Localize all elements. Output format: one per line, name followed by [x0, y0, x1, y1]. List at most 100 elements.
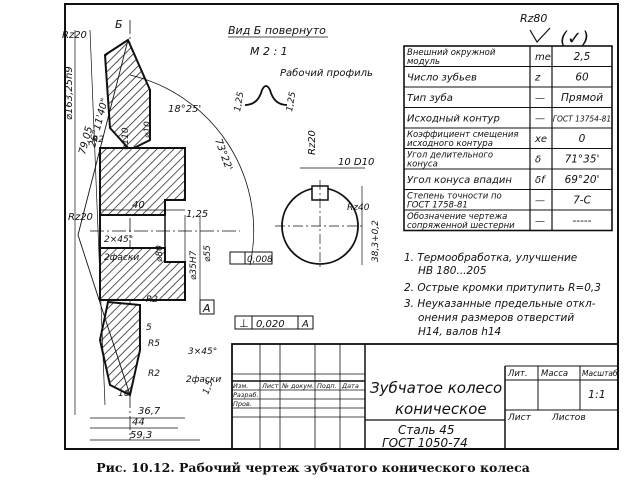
view-b-arrow-label: Б — [115, 18, 123, 31]
part-name-line2: коническое — [395, 400, 487, 418]
param-name-4-1: исходного контура — [407, 139, 493, 149]
tb-col-izm: Изм. — [233, 382, 248, 390]
param-symbol-0: me — [535, 52, 551, 63]
param-value-6: 69°20' — [565, 174, 600, 186]
chamfer-3x45: 3×45° — [188, 347, 217, 357]
note-line-6: Н14, валов h14 — [418, 326, 501, 338]
dim-44: 44 — [132, 417, 145, 428]
part-name-line1: Зубчатое колесо — [370, 379, 502, 397]
view-b-tooth-profile: Вид Б повернуто М 2 : 1 Рабочий профиль … — [228, 24, 373, 113]
param-name-5-0: Угол делительного — [407, 151, 493, 161]
param-value-7: 7-С — [573, 195, 591, 207]
tb-sheets: Листов — [551, 413, 586, 423]
dim-r5: R5 — [148, 339, 160, 349]
tb-lit: Лит. — [507, 369, 528, 379]
param-name-2: Тип зуба — [407, 92, 453, 104]
view-b-scale: М 2 : 1 — [250, 45, 288, 58]
surface-rz20-left: Rz20 — [68, 212, 93, 223]
view-b-title: Вид Б повернуто — [228, 24, 326, 37]
note-line-2: НВ 180...205 — [418, 265, 487, 277]
surface-rz20-top: Rz20 — [62, 30, 87, 41]
dim-r2-a: R2 — [92, 135, 104, 145]
perpendicularity-datum: A — [301, 319, 309, 330]
param-name-1: Число зубьев — [407, 72, 477, 84]
param-value-1: 60 — [575, 72, 589, 84]
lower-tooth-section — [98, 300, 141, 397]
title-block: Изм. Лист № докум. Подп. Дата Разраб. Пр… — [231, 343, 619, 450]
param-name-5-1: конуса — [407, 160, 438, 170]
dim-angle-73: 73°22' — [212, 137, 234, 172]
note-line-1: 1. Термообработка, улучшение — [404, 252, 577, 264]
general-finish-check: (✓) — [560, 28, 589, 49]
tb-sheet: Лист — [507, 413, 532, 423]
param-name-6: Угол конуса впадин — [407, 175, 512, 186]
runout-tolerance-value: 0,008 — [247, 255, 273, 265]
tb-scale-value: 1:1 — [588, 388, 606, 401]
param-name-7-0: Степень точности по — [407, 192, 502, 202]
param-symbol-5: δ — [535, 155, 541, 166]
material-line2: ГОСТ 1050-74 — [382, 436, 468, 450]
param-symbol-3: — — [535, 114, 545, 125]
chamfer-2x45: 2×45° — [104, 235, 133, 245]
tb-col-doc: № докум. — [281, 382, 314, 390]
dim-diameter-110: ⌀110 — [121, 127, 131, 150]
gear-section-view: A 0,008 ⊥ 0,020 A ⌀163,25h9 Rz20 Б 79,05… — [62, 18, 314, 441]
dim-r2-b: R2 — [146, 295, 158, 305]
param-name-0-0: Внешний окружной — [407, 48, 496, 58]
param-symbol-2: — — [535, 93, 545, 104]
param-name-3: Исходный контур — [407, 114, 500, 125]
perpendicularity-value: 0,020 — [256, 319, 285, 330]
tb-col-sign: Подп. — [317, 382, 337, 390]
tb-col-list: Лист — [261, 382, 279, 390]
param-name-8-0: Обозначение чертежа — [407, 212, 507, 222]
chamfer-2faski: 2фаски — [104, 253, 139, 263]
datum-a-label: A — [202, 302, 211, 315]
working-profile-label: Рабочий профиль — [280, 67, 373, 79]
tb-scale-head: Масштаб — [582, 369, 618, 378]
param-name-4-0: Коэффициент смещения — [407, 130, 518, 140]
param-value-8: ----- — [573, 215, 592, 227]
profile-dim-right: 1,25 — [285, 91, 298, 113]
param-name-7-1: ГОСТ 1758-81 — [407, 201, 468, 211]
note-line-5: онения размеров отверстий — [418, 312, 574, 324]
perpendicularity-symbol: ⊥ — [239, 317, 249, 330]
param-symbol-4: xe — [534, 134, 547, 145]
param-symbol-7: — — [535, 196, 545, 207]
dim-angle-18: 18°25' — [168, 104, 201, 115]
dim-36-7: 36,7 — [138, 406, 161, 417]
tb-row-prov: Пров. — [233, 400, 252, 408]
tb-mass: Масса — [541, 369, 568, 379]
profile-dim-left: 1,25 — [233, 91, 246, 113]
section-rz20: Rz20 — [307, 130, 318, 155]
param-name-8-1: сопряженной шестерни — [407, 221, 515, 231]
dim-16: 16 — [118, 389, 130, 399]
dim-1-5: 1,5 — [201, 379, 215, 396]
param-value-4: 0 — [579, 133, 586, 145]
chamfer-2faski-b: 2фаски — [186, 375, 221, 385]
dim-40: 40 — [132, 200, 145, 211]
dim-5: 5 — [146, 323, 152, 333]
param-value-3: ГОСТ 13754-81 — [553, 115, 611, 124]
figure-caption: Рис. 10.12. Рабочий чертеж зубчатого кон… — [96, 460, 530, 475]
tb-col-date: Дата — [341, 382, 359, 390]
keyway-depth-dim: 38,3+0,2 — [371, 220, 381, 262]
material-line1: Сталь 45 — [398, 423, 455, 437]
note-line-4: 3. Неуказанные предельные откл- — [404, 298, 596, 310]
tb-row-razrab: Разраб. — [233, 391, 259, 399]
param-value-5: 71°35' — [565, 154, 600, 166]
dim-r2-c: R2 — [148, 369, 160, 379]
param-name-0-1: модуль — [407, 57, 440, 67]
param-symbol-8: — — [535, 216, 545, 227]
note-line-3: 2. Острые кромки притупить R=0,3 — [404, 282, 601, 294]
param-symbol-6: δf — [535, 175, 546, 186]
keyway-section-view: Rz20 10 D10 Rz40 38,3+0,2 — [275, 130, 381, 270]
dim-diameter-163: ⌀163,25h9 — [64, 66, 75, 120]
param-value-0: 2,5 — [574, 51, 591, 63]
keyway-width-dim: 10 D10 — [338, 157, 374, 168]
dim-diameter-10: ⌀10 — [143, 121, 153, 138]
dim-1-25: 1,25 — [186, 209, 208, 220]
dim-diameter-55: ⌀55 — [203, 245, 213, 262]
keyway-rz40: Rz40 — [347, 203, 370, 213]
param-value-2: Прямой — [561, 92, 603, 104]
